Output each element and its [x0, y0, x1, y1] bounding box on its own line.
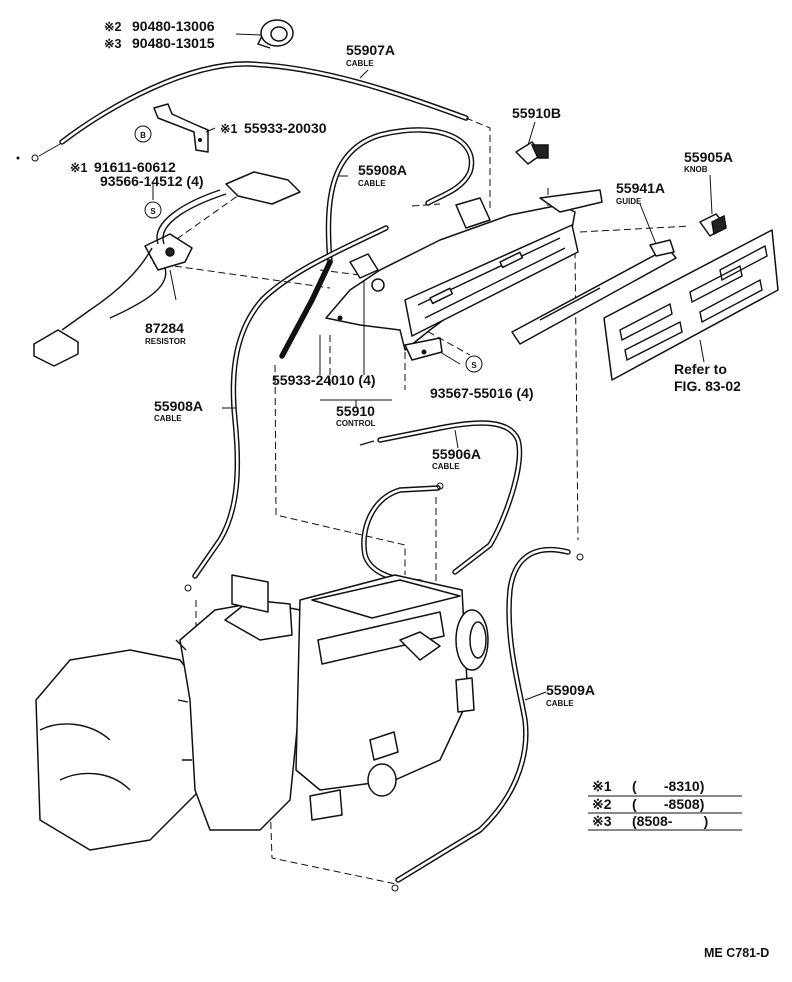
part-desc: CONTROL — [336, 419, 376, 428]
part-desc: KNOB — [684, 165, 708, 174]
screw-symbol-b — [134, 125, 152, 143]
part-desc: RESISTOR — [145, 337, 186, 346]
part-number: 55933-20030 — [244, 120, 327, 136]
mark-text: ※1 — [220, 122, 237, 136]
resistor — [33, 171, 301, 367]
refer-line-2: FIG. 83-02 — [674, 378, 741, 394]
label-55906a: 55906A CABLE — [432, 446, 481, 471]
label-55908a-upper: 55908A CABLE — [358, 162, 407, 188]
legend-range: (8508- ) — [632, 813, 708, 829]
part-number: 91611-60612 — [94, 159, 176, 175]
part-desc: CABLE — [546, 699, 574, 708]
label-55933-20030: ※1 55933-20030 — [220, 120, 327, 136]
part-number: 55907A — [346, 42, 395, 58]
part-desc: CABLE — [358, 179, 386, 188]
figure-code: ME C781-D — [704, 946, 769, 960]
mark-text: ※2 — [104, 20, 121, 34]
legend-row-1: ※1 ( -8310) — [592, 778, 704, 794]
mark-text: ※1 — [70, 161, 87, 175]
legend-range: ( -8508) — [632, 796, 704, 812]
knob — [699, 213, 727, 237]
legend-mark: ※2 — [592, 796, 612, 812]
part-number: 93566-14512 (4) — [100, 173, 204, 189]
part-number: 90480-13015 — [132, 35, 215, 51]
bulb-socket — [515, 141, 549, 165]
label-93566-14512: 93566-14512 (4) — [100, 173, 204, 189]
legend-mark: ※1 — [592, 778, 612, 794]
symbol-b-text: B — [140, 131, 146, 140]
control-assembly — [325, 189, 603, 361]
part-desc: CABLE — [432, 462, 460, 471]
part-number: 55905A — [684, 149, 733, 165]
label-91611-60612: ※1 91611-60612 — [70, 159, 176, 175]
part-number: 55910B — [512, 105, 561, 121]
refer-line-1: Refer to — [674, 361, 727, 377]
label-55907a: 55907A CABLE — [346, 42, 395, 68]
screw-symbol-s-left — [144, 183, 162, 219]
label-93567-55016: 93567-55016 (4) — [430, 385, 534, 401]
label-90480-13015: ※3 90480-13015 — [104, 35, 215, 51]
label-87284: 87284 RESISTOR — [145, 320, 186, 346]
label-90480-13006: ※2 90480-13006 — [104, 18, 215, 34]
part-number: 93567-55016 (4) — [430, 385, 534, 401]
part-number: 55941A — [616, 180, 665, 196]
cable-55908a-upper — [279, 127, 475, 359]
control-panel — [603, 229, 779, 381]
cable-55909a — [391, 546, 584, 892]
part-desc: GUIDE — [616, 197, 642, 206]
part-number: 55933-24010 (4) — [272, 372, 376, 388]
cable-55907a — [16, 61, 469, 162]
part-number: 55908A — [154, 398, 203, 414]
part-number: 55909A — [546, 682, 595, 698]
leader-lines — [169, 69, 713, 701]
screw-symbol-s-right — [465, 355, 483, 373]
label-55908a-lower: 55908A CABLE — [154, 398, 203, 423]
mark-text: ※3 — [104, 37, 121, 51]
label-55941a: 55941A GUIDE — [616, 180, 665, 206]
cable-55908a-lower — [184, 225, 389, 592]
legend: ※1 ( -8310) ※2 ( -8508) ※3 (8508- ) — [588, 778, 742, 831]
label-55905a: 55905A KNOB — [684, 149, 733, 174]
part-number: 87284 — [145, 320, 184, 336]
legend-row-3: ※3 (8508- ) — [592, 813, 708, 829]
clamp-bracket — [153, 103, 209, 153]
symbol-s-text-right: S — [471, 361, 477, 370]
part-desc: CABLE — [346, 59, 374, 68]
part-number: 55910 — [336, 403, 375, 419]
part-number: 90480-13006 — [132, 18, 215, 34]
heater-unit — [35, 574, 489, 851]
label-refer: Refer to FIG. 83-02 — [674, 361, 741, 394]
part-desc: CABLE — [154, 414, 182, 423]
label-55910b: 55910B — [512, 105, 561, 121]
label-55933-24010: 55933-24010 (4) — [272, 372, 376, 388]
legend-mark: ※3 — [592, 813, 612, 829]
part-number: 55908A — [358, 162, 407, 178]
legend-range: ( -8310) — [632, 778, 704, 794]
legend-row-2: ※2 ( -8508) — [592, 796, 704, 812]
label-55910: 55910 CONTROL — [336, 403, 376, 428]
label-55909a: 55909A CABLE — [546, 682, 595, 708]
grommet — [235, 19, 294, 49]
part-number: 55906A — [432, 446, 481, 462]
symbol-s-text-left: S — [150, 207, 156, 216]
guide — [511, 239, 677, 345]
